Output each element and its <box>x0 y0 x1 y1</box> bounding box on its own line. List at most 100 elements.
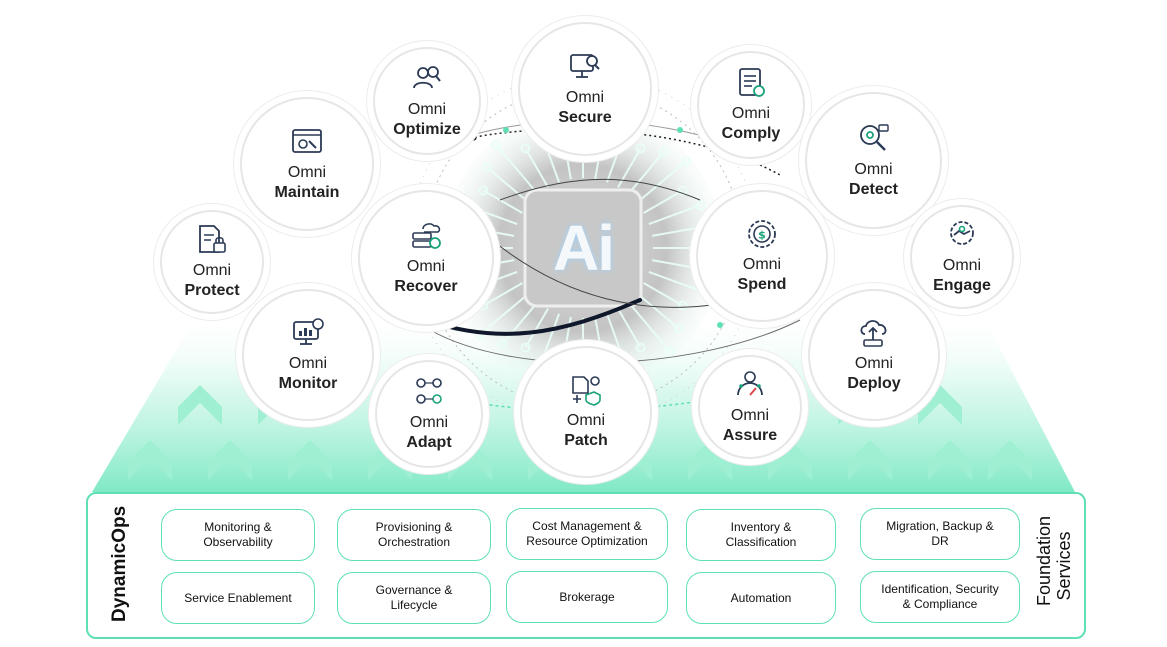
service-line: Brokerage <box>559 589 615 604</box>
service-governance-lifecycle[interactable]: Governance &Lifecycle <box>337 572 491 624</box>
chevron-shape <box>688 440 732 480</box>
handshake-gear-icon <box>950 221 974 245</box>
chevron-shape <box>988 440 1032 480</box>
module-assure[interactable]: Omni Assure <box>698 355 802 459</box>
service-provisioning-orchestration[interactable]: Provisioning &Orchestration <box>337 509 491 561</box>
foundation-services-line-1: Foundation <box>1034 515 1054 606</box>
module-secure-name: Secure <box>558 109 612 126</box>
users-search-icon <box>413 66 441 89</box>
module-secure-prefix: Omni <box>565 89 605 106</box>
module-recover-name: Recover <box>394 278 458 295</box>
service-line: Identification, Security <box>881 582 999 596</box>
module-deploy[interactable]: Omni Deploy <box>808 289 940 421</box>
chevron-shape <box>768 440 812 480</box>
module-detect-prefix: Omni <box>854 160 893 178</box>
module-comply[interactable]: Omni Comply <box>697 51 805 159</box>
checklist-icon <box>739 68 765 97</box>
module-maintain[interactable]: Omni Maintain <box>240 97 374 231</box>
module-protect-prefix: Omni <box>192 262 232 279</box>
service-line: DR <box>931 534 949 548</box>
service-line: Inventory & <box>730 520 792 534</box>
service-line: Provisioning & <box>375 520 453 534</box>
module-optimize-name: Optimize <box>393 121 461 138</box>
module-patch-name: Patch <box>564 432 608 449</box>
module-spend-prefix: Omni <box>742 256 782 273</box>
foundation-services-line-2: Services <box>1054 531 1074 601</box>
module-adapt-prefix: Omni <box>409 414 449 431</box>
module-comply-name: Comply <box>721 125 781 142</box>
service-brokerage[interactable]: Brokerage <box>506 571 668 623</box>
module-recover[interactable]: Omni Recover <box>358 190 494 326</box>
service-line: Observability <box>203 535 273 549</box>
cloud-upload-icon <box>860 320 887 347</box>
module-patch-prefix: Omni <box>566 412 606 429</box>
chevron-shape <box>178 385 222 425</box>
service-line: Lifecycle <box>390 598 438 612</box>
module-maintain-name: Maintain <box>274 184 340 201</box>
module-engage[interactable]: Omni Engage <box>910 205 1014 309</box>
server-cloud-icon <box>412 223 441 249</box>
module-engage-prefix: Omni <box>942 257 982 274</box>
module-deploy-name: Deploy <box>847 375 901 392</box>
module-deploy-prefix: Omni <box>854 355 894 372</box>
ai-chip <box>407 72 759 424</box>
module-spend-name: Spend <box>737 276 787 293</box>
service-line: Orchestration <box>377 535 451 549</box>
module-adapt[interactable]: Omni Adapt <box>375 360 483 468</box>
service-monitoring-observability[interactable]: Monitoring &Observability <box>161 509 315 561</box>
service-cost-management[interactable]: Cost Management &Resource Optimization <box>506 508 668 560</box>
dollar-gear-icon: $ <box>748 220 776 248</box>
chevron-shape <box>208 440 252 480</box>
module-engage-name: Engage <box>933 277 991 294</box>
assurance-gauge-icon <box>737 371 763 396</box>
service-migration-backup-dr[interactable]: Migration, Backup &DR <box>860 508 1020 560</box>
service-service-enablement[interactable]: Service Enablement <box>161 572 315 624</box>
module-protect-name: Protect <box>184 282 240 299</box>
service-automation[interactable]: Automation <box>686 572 836 624</box>
document-lock-icon <box>199 225 226 253</box>
module-detect-name: Detect <box>849 180 898 198</box>
service-line: Governance & <box>375 583 453 597</box>
module-protect[interactable]: Omni Protect <box>160 210 264 314</box>
chevron-shape <box>128 440 172 480</box>
module-maintain-prefix: Omni <box>287 164 327 181</box>
service-line: & Compliance <box>902 597 978 611</box>
ai-center-label: Ai <box>553 212 615 284</box>
browser-wrench-icon <box>292 129 322 153</box>
module-optimize-prefix: Omni <box>407 101 447 118</box>
chevron-shape <box>288 440 332 480</box>
monitor-search-icon <box>570 54 600 78</box>
module-secure[interactable]: Omni Secure <box>518 22 652 156</box>
module-assure-name: Assure <box>722 427 778 444</box>
service-identification-security[interactable]: Identification, Security& Compliance <box>860 571 1020 623</box>
foundation-services-label: Foundation Services <box>1034 515 1074 606</box>
service-line: Cost Management & <box>532 519 642 533</box>
module-monitor-prefix: Omni <box>288 355 328 372</box>
module-comply-prefix: Omni <box>731 105 771 122</box>
chevron-shape <box>918 385 962 425</box>
svg-text:$: $ <box>758 229 766 242</box>
module-monitor[interactable]: Omni Monitor <box>242 289 374 421</box>
service-line: Service Enablement <box>184 590 292 605</box>
module-optimize[interactable]: Omni Optimize <box>373 47 481 155</box>
chevron-shape <box>928 440 972 480</box>
service-line: Automation <box>730 590 792 605</box>
service-inventory-classification[interactable]: Inventory &Classification <box>686 509 836 561</box>
module-detect[interactable]: Omni Detect <box>805 92 942 229</box>
patch-shield-icon <box>572 376 601 406</box>
module-monitor-name: Monitor <box>278 375 338 392</box>
service-line: Classification <box>725 535 797 549</box>
chevron-shape <box>848 440 892 480</box>
service-line: Monitoring & <box>204 520 272 534</box>
module-spend[interactable]: $ Omni Spend <box>696 190 828 322</box>
module-patch[interactable]: Omni Patch <box>520 346 652 478</box>
magnifier-gear-icon <box>859 123 889 151</box>
dynamicops-label: DynamicOps <box>109 505 130 622</box>
module-assure-prefix: Omni <box>730 407 770 424</box>
module-adapt-name: Adapt <box>406 434 452 451</box>
people-network-icon <box>416 378 442 404</box>
monitor-chart-icon <box>293 318 324 345</box>
module-recover-prefix: Omni <box>406 258 446 275</box>
service-line: Migration, Backup & <box>886 519 994 533</box>
